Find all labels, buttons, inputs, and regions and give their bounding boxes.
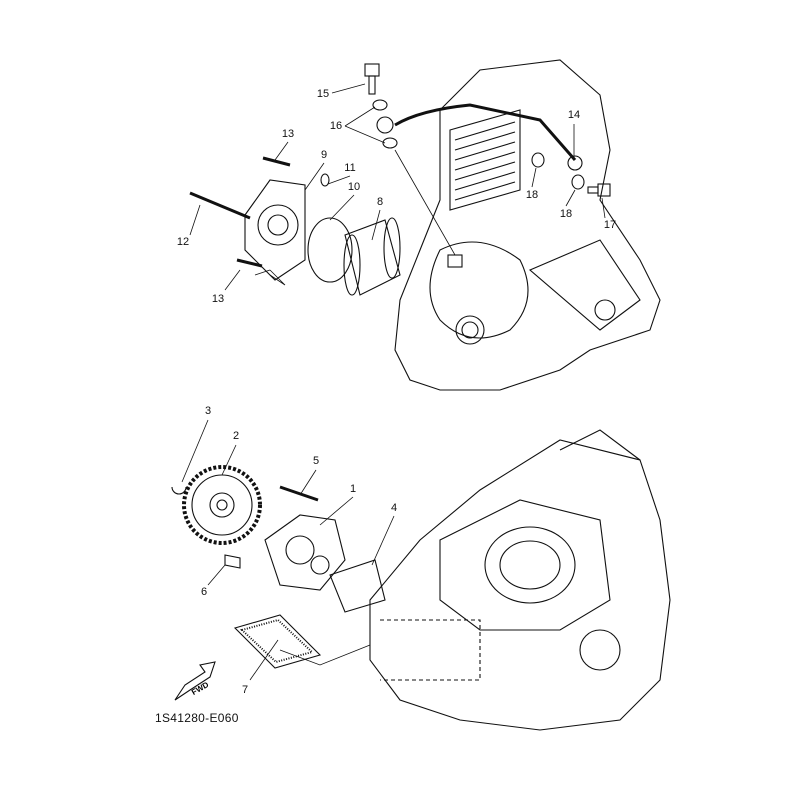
oil-pump-gear	[171, 465, 262, 545]
banjo-bolts	[364, 63, 611, 197]
oil-filter-element	[343, 217, 401, 296]
callout-9: 9	[320, 149, 328, 161]
callout-3: 3	[204, 405, 212, 417]
o-ring-11	[320, 173, 330, 187]
callout-16: 16	[329, 120, 343, 132]
pump-gasket-4	[329, 559, 386, 613]
callout-10: 10	[347, 181, 361, 193]
callout-18-right: 18	[559, 208, 573, 220]
callout-5: 5	[312, 455, 320, 467]
callout-4: 4	[390, 502, 398, 514]
oil-pump-assembly	[224, 485, 346, 591]
callout-8: 8	[376, 196, 384, 208]
callout-15: 15	[316, 88, 330, 100]
callout-11: 11	[344, 162, 356, 174]
callout-18-left: 18	[525, 189, 539, 201]
callout-13-top: 13	[281, 128, 295, 140]
o-ring-10	[307, 217, 353, 283]
oil-filter-cover	[189, 156, 306, 281]
callout-17: 17	[603, 219, 617, 231]
callout-7: 7	[241, 684, 249, 696]
lower-crankcase	[369, 429, 671, 731]
callout-12: 12	[176, 236, 190, 248]
oil-pipe	[376, 103, 583, 171]
oil-strainer-7	[233, 614, 322, 669]
part-code: 1S41280-E060	[155, 711, 239, 725]
callout-1: 1	[349, 483, 357, 495]
callout-6: 6	[200, 586, 208, 598]
callout-14: 14	[567, 109, 581, 121]
callout-13-bottom: 13	[211, 293, 225, 305]
callout-2: 2	[232, 430, 240, 442]
leader-lines	[181, 83, 606, 681]
fwd-arrow-icon	[174, 661, 216, 701]
